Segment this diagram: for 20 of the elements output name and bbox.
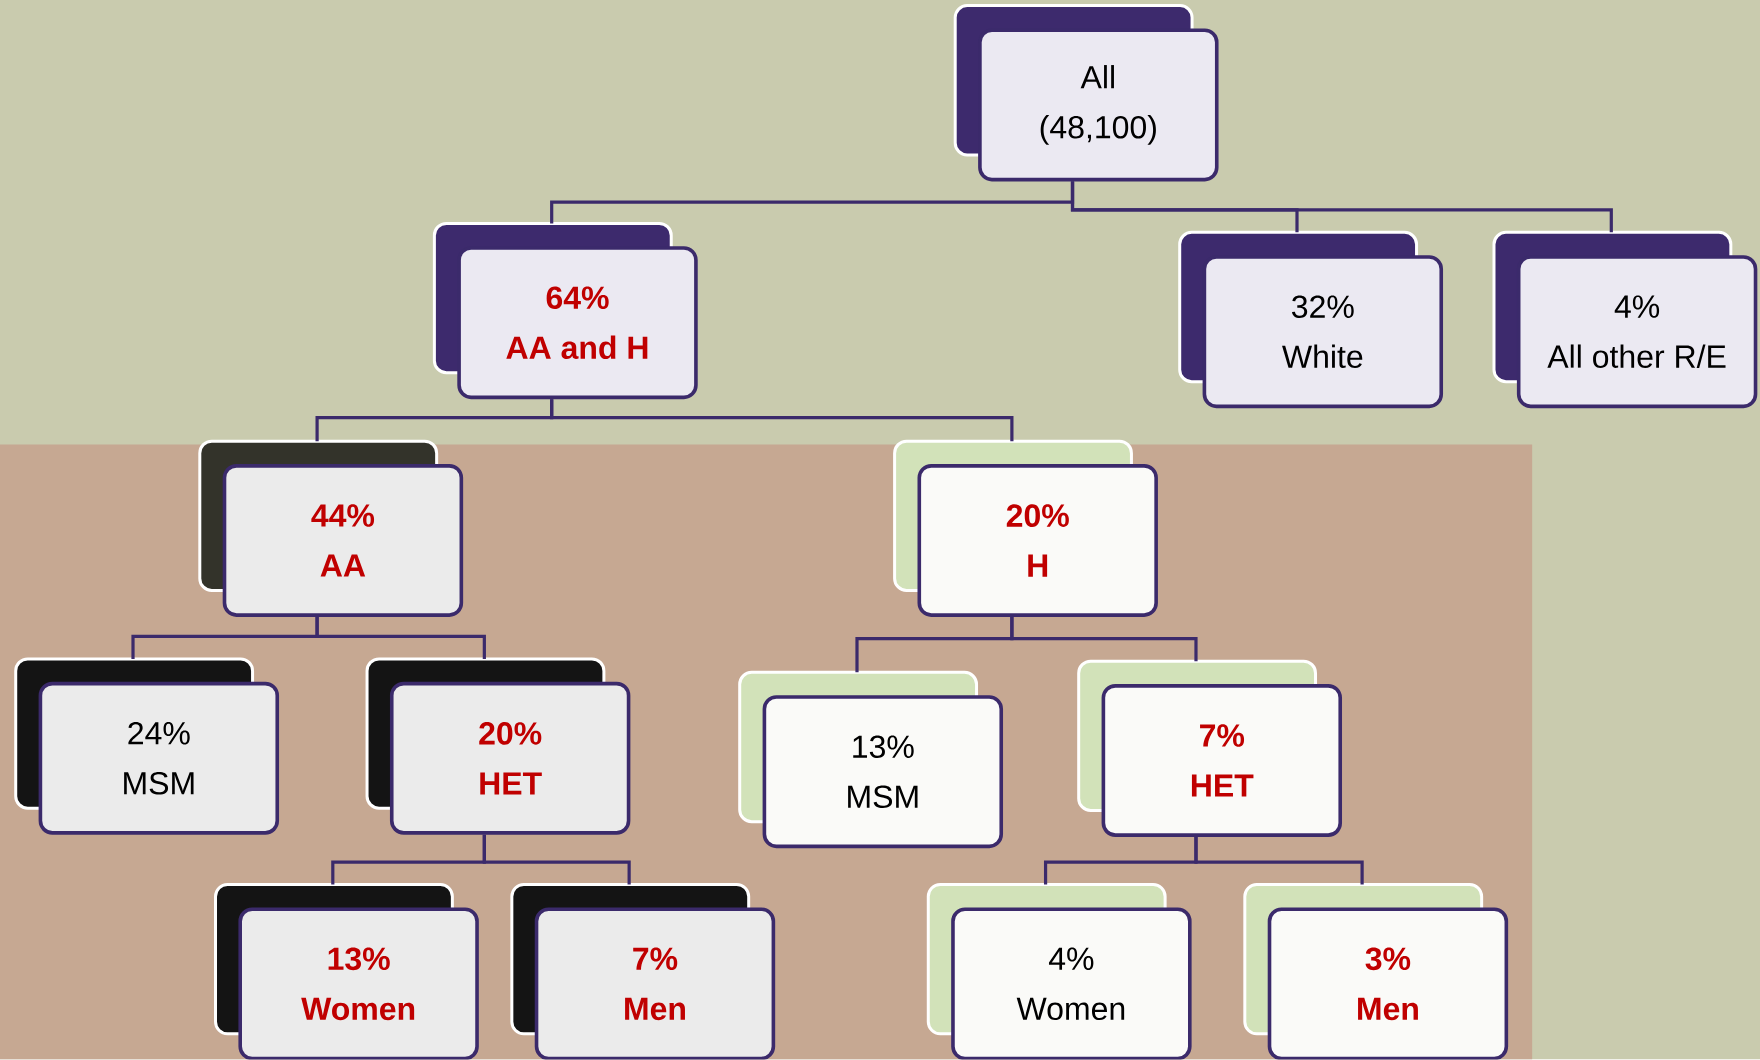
category-box: 13% MSM: [738, 671, 1004, 849]
category-box: 24% MSM: [14, 657, 280, 835]
category-box: 20% H: [893, 439, 1158, 618]
category-box: 7% HET: [1077, 659, 1342, 838]
category-box: 44% AA: [198, 439, 464, 618]
category-box: 20% HET: [365, 657, 631, 835]
connector-line: [1194, 837, 1364, 885]
connector-line: [1070, 181, 1613, 233]
connector-line: [482, 834, 631, 885]
category-box: 3% Men: [1243, 883, 1509, 1060]
connector-line: [1010, 617, 1198, 662]
category-box: 4% Women: [926, 883, 1192, 1060]
category-box: 13% Women: [214, 883, 479, 1060]
category-box: 7% Men: [510, 883, 776, 1060]
connector-line: [315, 617, 486, 660]
category-box: 4% All other R/E: [1492, 231, 1758, 409]
category-box: 64% AA and H: [432, 222, 698, 400]
category-box: 32% White: [1178, 231, 1444, 409]
connector-line: [550, 399, 1014, 442]
category-box: All (48,100): [953, 4, 1219, 182]
